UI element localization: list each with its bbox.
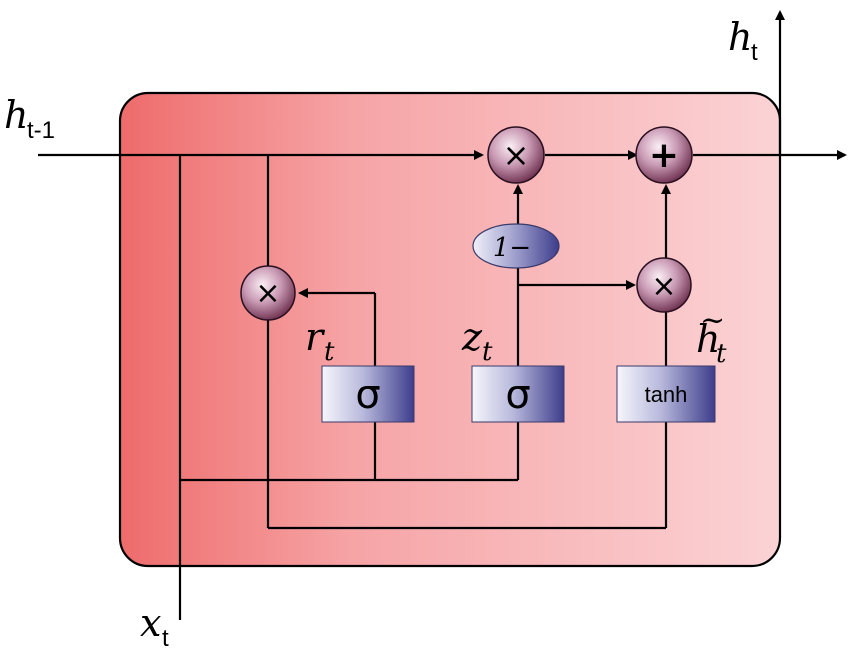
sigma-label: σ [355, 372, 380, 418]
one-minus-label: 1− [493, 233, 531, 263]
multiply-icon: × [255, 276, 280, 311]
svg-text:t: t [324, 337, 335, 367]
r-gate-label: r t [305, 315, 335, 367]
one-minus-node: 1− [472, 223, 560, 269]
svg-text:t: t [482, 337, 493, 367]
svg-text:h: h [696, 317, 720, 361]
candidate-gate-box: tanh [616, 365, 716, 423]
multiply-icon: × [503, 136, 530, 174]
cell-body [118, 91, 782, 568]
x-in-label: x t [140, 601, 169, 652]
svg-text:h: h [4, 93, 28, 137]
sigma-label: σ [505, 372, 530, 418]
reset-gate-box: σ [321, 365, 415, 423]
plus-icon: + [649, 135, 679, 176]
multiply-icon: × [651, 269, 676, 304]
h-candidate-label: ~ h t [696, 303, 727, 369]
z-gate-label: z t [461, 315, 493, 367]
svg-text:t: t [716, 339, 727, 369]
svg-text:t-1: t-1 [27, 117, 55, 144]
h-out-label: h t [728, 15, 758, 66]
svg-text:z: z [461, 315, 483, 359]
svg-text:t: t [751, 39, 758, 66]
update-gate-box: σ [471, 365, 565, 423]
svg-text:h: h [728, 15, 752, 59]
tanh-label: tanh [645, 382, 688, 407]
top-multiply-node: × [487, 126, 545, 184]
h-prev-label: h t-1 [4, 93, 55, 144]
add-node: + [635, 126, 693, 184]
svg-text:~: ~ [700, 303, 725, 338]
candidate-multiply-node: × [636, 257, 692, 313]
reset-multiply-node: × [240, 265, 296, 321]
svg-text:t: t [162, 625, 169, 652]
svg-text:x: x [140, 601, 161, 645]
svg-text:r: r [305, 315, 326, 359]
